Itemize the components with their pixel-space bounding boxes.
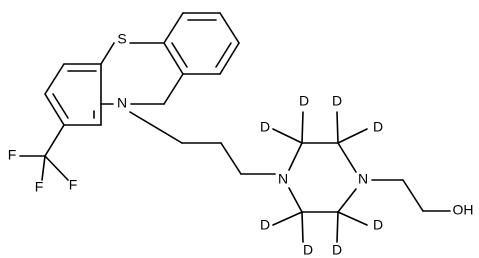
deuterium-label: D <box>373 217 383 233</box>
bond <box>44 63 65 95</box>
bond <box>337 188 357 213</box>
deuterium-label: D <box>260 119 270 135</box>
piperazine-n1-label: N <box>278 171 288 187</box>
bond <box>336 111 339 144</box>
bond <box>44 93 65 126</box>
bond <box>272 211 303 226</box>
bond <box>337 142 357 173</box>
ring-nitrogen-label: N <box>117 95 127 111</box>
bond <box>288 142 303 171</box>
bond <box>163 73 184 105</box>
deuterium-label: D <box>332 93 342 109</box>
bond <box>219 42 240 75</box>
bond <box>337 211 368 226</box>
piperazine-n4-label: N <box>358 171 368 187</box>
bond <box>44 124 65 157</box>
bond <box>215 42 232 68</box>
bond <box>301 211 304 243</box>
bond <box>288 187 303 213</box>
bond <box>129 111 183 144</box>
bond <box>402 179 424 212</box>
bond <box>41 155 46 181</box>
sulfur-label: S <box>117 31 126 47</box>
bond <box>220 142 242 175</box>
bond <box>301 111 304 144</box>
fluorine-label: F <box>35 179 44 195</box>
deuterium-label: D <box>260 217 270 233</box>
deuterium-label: D <box>299 93 309 109</box>
deuterium-label: D <box>303 242 313 258</box>
bond <box>336 211 339 243</box>
bond <box>171 42 188 68</box>
bond <box>163 12 184 44</box>
bond <box>100 42 115 65</box>
atom-labels: S N N N F F F OH D D D D D D D D <box>8 31 474 258</box>
bond <box>44 155 69 181</box>
fluorine-label: F <box>69 177 78 193</box>
deuterium-label: D <box>373 119 383 135</box>
deuterium-label: D <box>332 242 342 258</box>
fluorine-label: F <box>8 147 17 163</box>
bond <box>219 12 240 44</box>
bond <box>272 128 303 144</box>
bond <box>163 42 184 75</box>
bond <box>337 128 368 144</box>
hydroxyl-label: OH <box>453 202 474 218</box>
bonds <box>19 12 451 243</box>
bond <box>52 93 69 119</box>
